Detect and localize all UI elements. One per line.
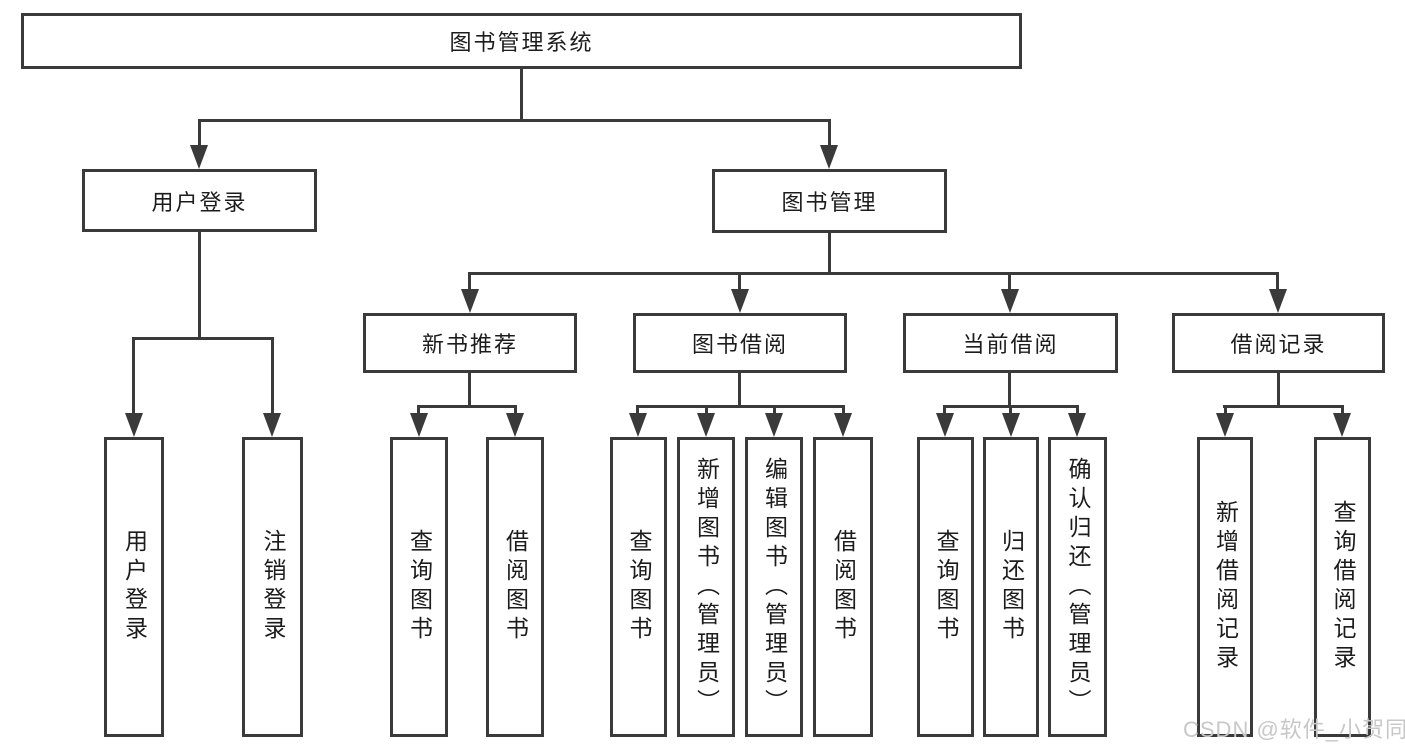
arrow-down-icon xyxy=(697,413,715,437)
connector-line xyxy=(828,119,831,150)
connector-line xyxy=(636,405,845,408)
connector-line xyxy=(1008,373,1011,408)
connector-line xyxy=(198,119,201,150)
leaf-bb-edit-books-admin-label: 编辑图书（管理员） xyxy=(761,456,788,718)
leaf-cb-confirm-return-admin: 确认归还（管理员） xyxy=(1048,437,1107,737)
node-book-borrowing: 图书借阅 xyxy=(633,313,847,373)
node-book-borrowing-label: 图书借阅 xyxy=(691,332,788,357)
leaf-nbr-borrow-books: 借阅图书 xyxy=(486,437,544,737)
connector-line xyxy=(468,272,1279,275)
node-new-book-recommend: 新书推荐 xyxy=(363,313,577,373)
leaf-bb-add-books-admin: 新增图书（管理员） xyxy=(677,437,735,737)
connector-line xyxy=(1008,272,1011,294)
node-current-borrowing-label: 当前借阅 xyxy=(962,332,1059,357)
connector-line xyxy=(943,405,946,417)
connector-line xyxy=(1224,405,1227,417)
arrow-down-icon xyxy=(936,413,954,437)
arrow-down-icon xyxy=(1001,289,1019,313)
watermark-text: CSDN @软件_小贺同学 xyxy=(1183,717,1405,742)
connector-line xyxy=(520,69,523,121)
leaf-bb-borrow-books: 借阅图书 xyxy=(813,437,873,737)
arrow-down-icon xyxy=(1269,289,1287,313)
connector-line xyxy=(1223,405,1344,408)
node-book-management-label: 图书管理 xyxy=(781,190,878,215)
connector-line xyxy=(1341,405,1344,417)
leaf-bb-query-books: 查询图书 xyxy=(610,437,667,737)
connector-line xyxy=(636,405,639,417)
arrow-down-icon xyxy=(1216,413,1234,437)
connector-line xyxy=(1009,405,1012,417)
leaf-user-login-label: 用户登录 xyxy=(121,529,148,645)
arrow-down-icon xyxy=(506,413,524,437)
connector-line xyxy=(132,337,135,417)
connector-line xyxy=(842,405,845,417)
arrow-down-icon xyxy=(125,413,143,437)
leaf-logout-label: 注销登录 xyxy=(260,529,286,645)
leaf-bb-query-books-label: 查询图书 xyxy=(626,529,652,645)
connector-line xyxy=(198,119,830,122)
connector-line xyxy=(468,272,471,294)
node-borrowing-records: 借阅记录 xyxy=(1172,313,1385,373)
leaf-nbr-borrow-books-label: 借阅图书 xyxy=(502,529,529,645)
arrow-down-icon xyxy=(1333,413,1351,437)
leaf-nbr-query-books-label: 查询图书 xyxy=(406,529,433,645)
connector-line xyxy=(417,405,420,417)
connector-line xyxy=(198,232,201,339)
leaf-user-login: 用户登录 xyxy=(104,437,164,737)
node-library-management-system: 图书管理系统 xyxy=(21,13,1022,69)
node-borrowing-records-label: 借阅记录 xyxy=(1230,332,1327,357)
leaf-br-query-record-label: 查询借阅记录 xyxy=(1330,500,1356,674)
leaf-cb-return-books-label: 归还图书 xyxy=(998,529,1025,645)
connector-line xyxy=(468,373,471,408)
arrow-down-icon xyxy=(1068,413,1086,437)
leaf-bb-borrow-books-label: 借阅图书 xyxy=(830,529,857,645)
leaf-bb-add-books-admin-label: 新增图书（管理员） xyxy=(693,456,720,718)
connector-line xyxy=(705,405,708,417)
connector-line xyxy=(271,337,274,417)
arrow-down-icon xyxy=(629,413,647,437)
node-library-management-system-label: 图书管理系统 xyxy=(449,30,594,55)
connector-line xyxy=(1277,373,1280,408)
connector-line xyxy=(773,405,776,417)
arrow-down-icon xyxy=(834,413,852,437)
arrow-down-icon xyxy=(190,145,208,169)
leaf-br-add-record-label: 新增借阅记录 xyxy=(1212,500,1239,674)
arrow-down-icon xyxy=(1002,413,1020,437)
connector-line xyxy=(828,233,831,274)
arrow-down-icon xyxy=(731,289,749,313)
leaf-cb-query-books-label: 查询图书 xyxy=(933,529,959,645)
leaf-bb-edit-books-admin: 编辑图书（管理员） xyxy=(745,437,803,737)
connector-line xyxy=(417,405,517,408)
node-book-management: 图书管理 xyxy=(712,169,947,233)
leaf-br-add-record: 新增借阅记录 xyxy=(1197,437,1253,737)
connector-line xyxy=(1276,272,1279,294)
connector-line xyxy=(514,405,517,417)
leaf-nbr-query-books: 查询图书 xyxy=(390,437,448,737)
node-current-borrowing: 当前借阅 xyxy=(903,313,1118,373)
leaf-logout: 注销登录 xyxy=(242,437,303,737)
leaf-cb-return-books: 归还图书 xyxy=(983,437,1039,737)
connector-line xyxy=(738,272,741,294)
connector-line xyxy=(738,373,741,408)
arrow-down-icon xyxy=(820,145,838,169)
connector-line xyxy=(132,337,274,340)
node-new-book-recommend-label: 新书推荐 xyxy=(421,332,518,357)
arrow-down-icon xyxy=(461,289,479,313)
arrow-down-icon xyxy=(410,413,428,437)
arrow-down-icon xyxy=(765,413,783,437)
node-user-login-label: 用户登录 xyxy=(151,189,248,215)
arrow-down-icon xyxy=(263,413,281,437)
leaf-br-query-record: 查询借阅记录 xyxy=(1314,437,1371,737)
node-user-login: 用户登录 xyxy=(82,169,317,232)
leaf-cb-query-books: 查询图书 xyxy=(917,437,974,737)
leaf-cb-confirm-return-admin-label: 确认归还（管理员） xyxy=(1065,456,1091,718)
connector-line xyxy=(1076,405,1079,417)
